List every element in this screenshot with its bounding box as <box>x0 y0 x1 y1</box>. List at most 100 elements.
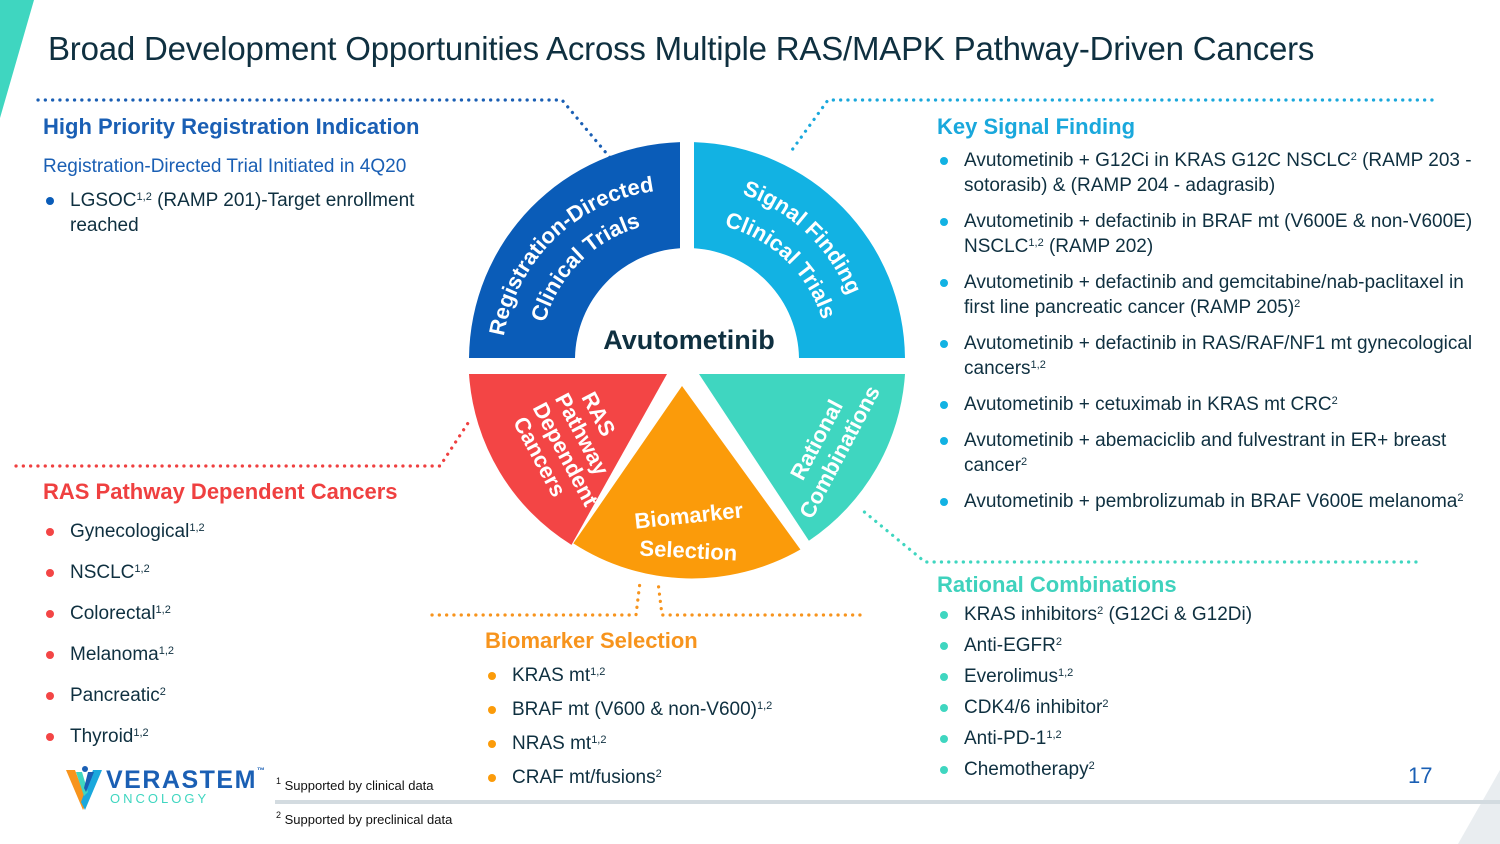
bullet-icon <box>488 740 496 748</box>
list-item-text: KRAS mt <box>512 665 591 686</box>
footnote-ref: 1,2 <box>158 645 175 657</box>
list-item-text: Avutometinib + abemaciclib and fulvestra… <box>964 430 1447 476</box>
bullet-icon <box>46 610 54 618</box>
list-item-text-rest: (RAMP 202) <box>1043 236 1154 257</box>
footnote-ref: 2 <box>1097 605 1104 617</box>
high-priority-subheading: Registration-Directed Trial Initiated in… <box>43 156 407 177</box>
rational-heading: Rational Combinations <box>937 572 1177 597</box>
bullet-icon <box>46 569 54 577</box>
bullet-icon <box>940 437 948 445</box>
footnote-ref: 1,2 <box>590 666 606 678</box>
footnote-ref: 2 <box>1294 298 1301 310</box>
list-item: NSCLC1,2 <box>43 560 473 585</box>
list-item: Thyroid1,2 <box>43 724 473 749</box>
segment-registration-directed[interactable] <box>469 142 680 358</box>
list-item-text: NSCLC <box>70 562 135 583</box>
segment-ras-pathway[interactable] <box>469 374 667 545</box>
footnote-ref: 2 <box>1457 492 1464 504</box>
list-item: Chemotherapy2 <box>937 757 1417 782</box>
list-item-text: LGSOC <box>70 190 137 211</box>
list-item-text-rest: (RAMP 201)-Target enrollment reached <box>70 190 415 236</box>
bullet-icon <box>940 157 948 165</box>
list-item: Anti-EGFR2 <box>937 633 1417 658</box>
bullet-icon <box>940 673 948 681</box>
footnote-ref: 1,2 <box>591 734 607 746</box>
footnote-ref: 1,2 <box>1046 729 1062 741</box>
logo-wordmark: VERASTEM™ <box>106 766 267 794</box>
segment-biomarker-selection[interactable] <box>573 386 801 579</box>
verastem-v-icon <box>66 766 102 810</box>
footnote-ref: 1,2 <box>133 727 149 739</box>
key-signal-heading: Key Signal Finding <box>937 114 1136 139</box>
footnote-ref: 1,2 <box>1030 359 1046 371</box>
footnote-ref: 2 <box>1088 760 1095 772</box>
bullet-icon <box>940 401 948 409</box>
list-item-text: NRAS mt <box>512 733 592 754</box>
list-item-text: BRAF mt (V600 & non-V600) <box>512 699 757 720</box>
bullet-icon <box>940 704 948 712</box>
list-item-text: Anti-EGFR <box>964 635 1056 656</box>
list-item-text: Pancreatic <box>70 685 160 706</box>
center-label-avutometinib: Avutometinib <box>603 325 775 355</box>
list-item-text: Avutometinib + cetuximab in KRAS mt CRC <box>964 394 1332 415</box>
connector-registration <box>36 98 614 162</box>
footnote-ref: 1,2 <box>136 191 152 203</box>
connector-biomarker-right <box>656 580 862 617</box>
ras-pathway-heading: RAS Pathway Dependent Cancers <box>43 479 398 504</box>
list-item: Avutometinib + defactinib in BRAF mt (V6… <box>937 209 1482 259</box>
list-item-text: Colorectal <box>70 603 156 624</box>
footnote-2: 2 Supported by preclinical data <box>276 810 453 827</box>
footnote-ref: 2 <box>1350 151 1357 163</box>
list-item: KRAS inhibitors2 (G12Ci & G12Di) <box>937 602 1417 627</box>
list-item: Colorectal1,2 <box>43 601 473 626</box>
bullet-icon <box>46 651 54 659</box>
avutometinib-wheel: Registration-Directed Clinical Trials Si… <box>469 142 905 579</box>
rational-list: KRAS inhibitors2 (G12Ci & G12Di) Anti-EGF… <box>937 602 1417 782</box>
list-item-text: Chemotherapy <box>964 759 1089 780</box>
list-item: Avutometinib + abemaciclib and fulvestra… <box>937 428 1482 478</box>
list-item: BRAF mt (V600 & non-V600)1,2 <box>485 697 905 722</box>
bullet-icon <box>940 340 948 348</box>
footnote-ref: 2 <box>1021 456 1028 468</box>
footnote-ref: 1,2 <box>1028 237 1044 249</box>
connector-biomarker-left <box>430 580 642 617</box>
footnote-ref: 2 <box>159 686 166 698</box>
list-item: CRAF mt/fusions2 <box>485 765 905 790</box>
segment-label-biomarker-2: Selection <box>639 535 738 565</box>
list-item: CDK4/6 inhibitor2 <box>937 695 1417 720</box>
bullet-icon <box>46 733 54 741</box>
list-item: Gynecological1,2 <box>43 519 473 544</box>
list-item: Melanoma1,2 <box>43 642 473 667</box>
list-item: LGSOC1,2 (RAMP 201)-Target enrollment re… <box>43 188 483 238</box>
list-item-text: CRAF mt/fusions <box>512 767 656 788</box>
bullet-icon <box>46 528 54 536</box>
high-priority-heading: High Priority Registration Indication <box>43 114 420 139</box>
footer-divider <box>275 800 1500 804</box>
key-signal-list: Avutometinib + G12Ci in KRAS G12C NSCLC2… <box>937 148 1482 514</box>
corner-accent-bottom-right <box>1458 770 1500 844</box>
footnote-ref: 2 <box>655 768 662 780</box>
list-item: Avutometinib + G12Ci in KRAS G12C NSCLC2… <box>937 148 1482 198</box>
footnote-ref: 1,2 <box>155 604 171 616</box>
list-item: KRAS mt1,2 <box>485 663 905 688</box>
biomarker-heading: Biomarker Selection <box>485 628 698 653</box>
list-item: Pancreatic2 <box>43 683 473 708</box>
bullet-icon <box>940 642 948 650</box>
list-item: Avutometinib + cetuximab in KRAS mt CRC2 <box>937 392 1482 417</box>
list-item-text: Avutometinib + defactinib and gemcitabin… <box>964 272 1464 318</box>
list-item-text: Avutometinib + pembrolizumab in BRAF V60… <box>964 491 1458 512</box>
high-priority-section: High Priority Registration Indication Re… <box>43 114 483 238</box>
list-item: Avutometinib + defactinib in RAS/RAF/NF1… <box>937 331 1482 381</box>
ras-pathway-section: RAS Pathway Dependent Cancers Gynecologi… <box>43 479 473 765</box>
bullet-icon <box>488 672 496 680</box>
list-item-text: KRAS inhibitors <box>964 604 1098 625</box>
list-item: Everolimus1,2 <box>937 664 1417 689</box>
segment-rational-combinations[interactable] <box>699 374 905 541</box>
verastem-logo: VERASTEM™ ONCOLOGY <box>66 766 266 810</box>
key-signal-section: Key Signal Finding Avutometinib + G12Ci … <box>937 114 1482 525</box>
list-item-text: Anti-PD-1 <box>964 728 1047 749</box>
segment-signal-finding[interactable] <box>694 142 905 358</box>
